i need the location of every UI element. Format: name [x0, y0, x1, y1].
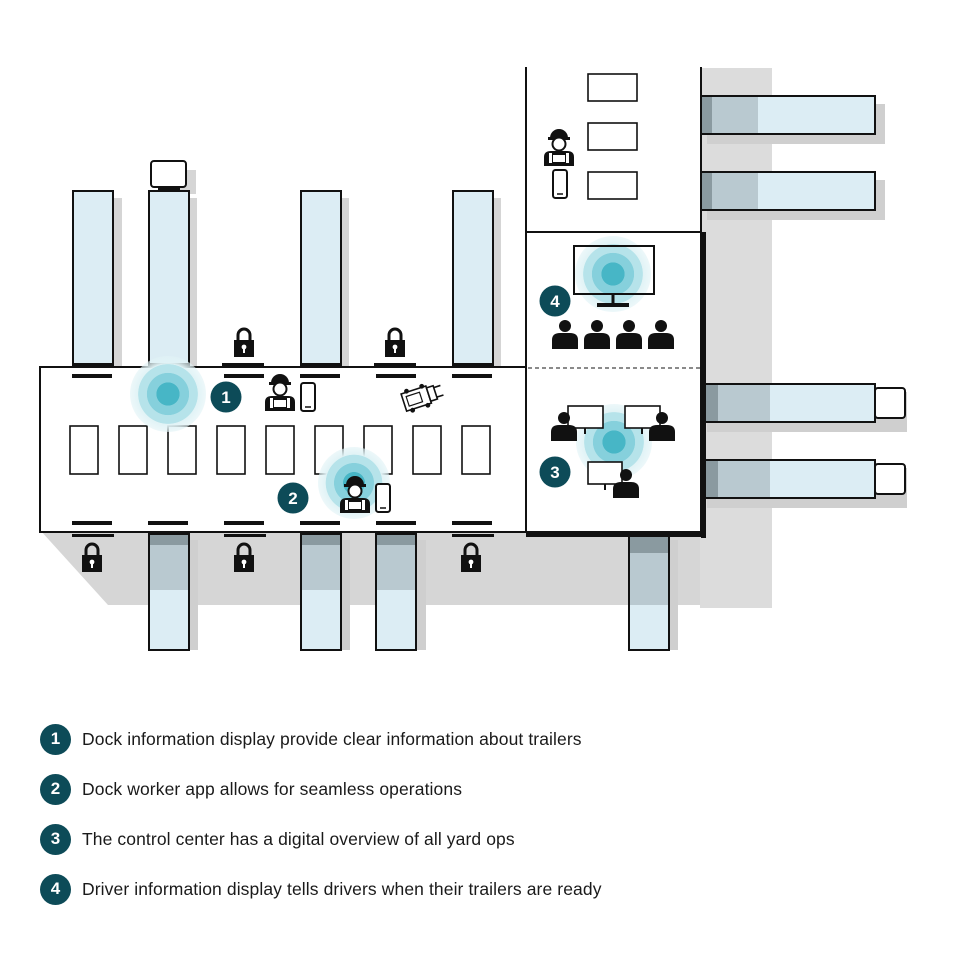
top-trailers	[72, 160, 494, 367]
legend-text: The control center has a digital overvie…	[82, 828, 515, 849]
trailer	[300, 190, 342, 367]
trailer	[452, 190, 494, 367]
wave-signal-icon	[130, 356, 206, 432]
badge-number: 1	[221, 388, 230, 407]
right-trailers	[699, 95, 906, 499]
badge-number: 2	[288, 489, 297, 508]
monitor-icon	[624, 405, 661, 429]
legend-item: 2 Dock worker app allows for seamless op…	[40, 772, 462, 806]
legend-badge: 3	[40, 823, 71, 855]
legend-item: 4 Driver information display tells drive…	[40, 872, 602, 906]
phone-icon	[552, 169, 568, 199]
legend-item: 3 The control center has a digital overv…	[40, 822, 515, 856]
monitor-icon	[587, 461, 623, 485]
truck-cab	[150, 160, 187, 188]
badges: 1 2 3 4	[210, 285, 571, 514]
control-center	[551, 405, 675, 498]
monitor-icon	[567, 405, 604, 429]
trailer	[148, 190, 190, 367]
legend-badge: 4	[40, 873, 71, 905]
dock-doors	[72, 363, 494, 537]
legend-badge: 1	[40, 723, 71, 755]
bottom-trailers	[148, 533, 670, 651]
badge-number: 3	[550, 463, 559, 482]
legend-text: Dock information display provide clear i…	[82, 728, 582, 749]
legend-text: Driver information display tells drivers…	[82, 878, 602, 899]
legend-text: Dock worker app allows for seamless oper…	[82, 778, 463, 799]
legend-item: 1 Dock information display provide clear…	[40, 722, 582, 756]
warehouse-diagram: 1 2 3 4	[39, 66, 907, 651]
lock-icon	[383, 327, 407, 359]
driver-display	[552, 245, 674, 349]
phone-icon	[375, 483, 391, 513]
trailer	[72, 190, 114, 367]
phone-icon	[300, 382, 316, 412]
badge-number: 4	[550, 292, 560, 311]
lock-icon	[232, 327, 256, 359]
forklift-icon	[400, 383, 444, 413]
legend-badge: 2	[40, 773, 71, 805]
